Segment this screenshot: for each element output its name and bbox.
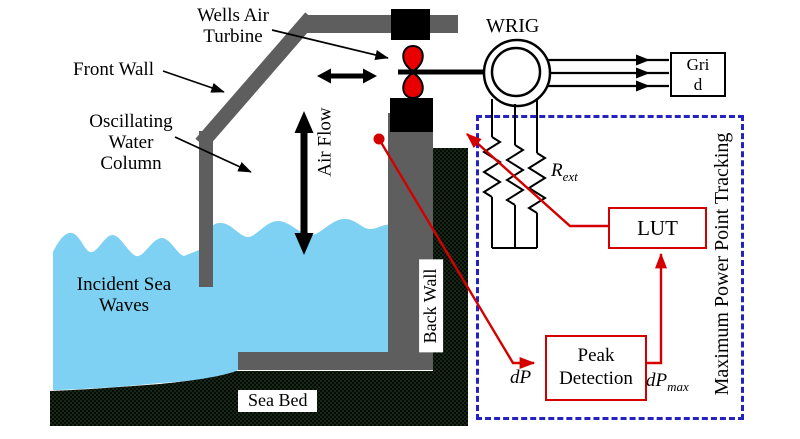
front-wall-vertical	[199, 131, 213, 287]
front-wall-pointer	[162, 70, 225, 93]
mppt-label: Maximum Power Point Tracking	[711, 132, 733, 396]
lut-box: LUT	[608, 207, 707, 249]
wells-turbine-rotor	[402, 44, 424, 100]
air-flow-arrow	[294, 111, 314, 255]
oscillating-water-column-label: Oscillating Water Column	[89, 111, 173, 174]
grid-label: Grid	[686, 55, 710, 94]
grid-box: Grid	[670, 52, 726, 97]
incident-sea-waves-label: Incident Sea Waves	[76, 274, 172, 316]
wrig-rotor-circle	[490, 46, 542, 98]
sea-bed-label: Sea Bed	[238, 390, 318, 412]
air-flow-label: Air Flow	[314, 107, 336, 177]
dp-max-label: dPmax	[646, 370, 689, 394]
owc-pointer	[174, 136, 252, 173]
pressure-sensor-dot	[373, 133, 385, 145]
wrig-stator-circle	[482, 38, 552, 108]
wells-air-turbine-label: Wells Air Turbine	[197, 5, 269, 47]
horizontal-air-arrow	[317, 68, 377, 84]
top-duct	[306, 15, 458, 33]
peak-detection-box: Peak Detection	[545, 335, 647, 401]
turbine-housing-bottom	[390, 98, 433, 132]
r-ext-label: Rext	[551, 160, 578, 184]
wells-turbine-pointer	[271, 29, 389, 60]
wrig-label: WRIG	[486, 15, 540, 37]
dp-label: dP	[510, 367, 532, 388]
back-wall-label: Back Wall	[419, 259, 443, 353]
turbine-housing-top	[391, 9, 430, 40]
grid-lines	[548, 54, 669, 92]
lut-label: LUT	[637, 215, 678, 240]
front-wall-label: Front Wall	[73, 59, 154, 80]
peak-detection-label: Peak Detection	[559, 345, 633, 389]
chamber-floor	[238, 352, 433, 370]
